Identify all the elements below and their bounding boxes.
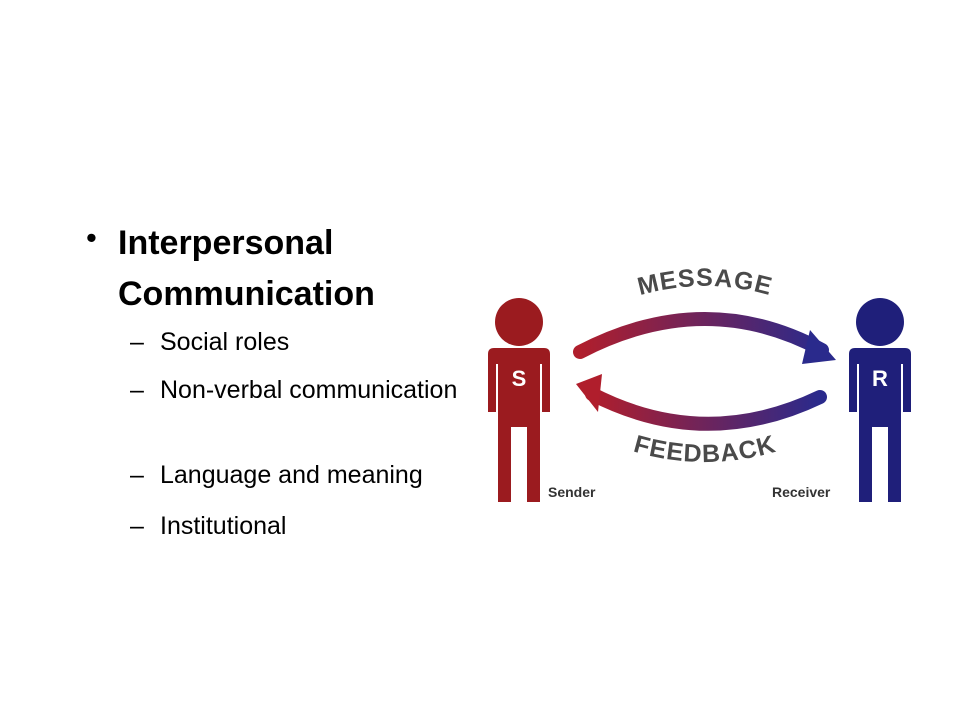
communication-diagram: S Sender R Receiver MESSAGE FEEDBACK xyxy=(470,262,930,512)
receiver-caption: Receiver xyxy=(772,484,831,500)
sub-bullet-text: Social roles xyxy=(160,328,290,356)
receiver-letter: R xyxy=(872,366,888,391)
main-bullet-text: Interpersonal Communication xyxy=(118,224,375,313)
feedback-arrowhead xyxy=(576,374,602,412)
message-arrowhead xyxy=(802,330,836,364)
feedback-arrow-shaft xyxy=(585,387,827,431)
sub-bullet-text: Language and meaning xyxy=(160,461,423,489)
sender-head xyxy=(495,298,543,346)
message-arrow-shaft xyxy=(573,312,829,359)
sender-caption: Sender xyxy=(548,484,596,500)
message-label-text: MESSAGE xyxy=(635,264,775,301)
sub-bullet-text: Institutional xyxy=(160,512,287,540)
feedback-label: FEEDBACK xyxy=(631,430,779,468)
sub-bullet-text: Non-verbal communication xyxy=(160,376,458,404)
sub-bullet-dash: – xyxy=(130,376,144,404)
receiver-body xyxy=(849,348,911,502)
bullet-dot: • xyxy=(86,220,97,255)
sender-figure xyxy=(488,298,550,502)
feedback-label-text: FEEDBACK xyxy=(631,430,778,468)
receiver-figure xyxy=(849,298,911,502)
communication-diagram-svg: S Sender R Receiver MESSAGE FEEDBACK xyxy=(488,264,911,502)
sender-body xyxy=(488,348,550,502)
sub-bullet-dash: – xyxy=(130,512,144,540)
receiver-head xyxy=(856,298,904,346)
message-label: MESSAGE xyxy=(635,264,776,301)
sub-bullet-dash: – xyxy=(130,461,144,489)
sender-letter: S xyxy=(512,366,527,391)
sub-bullet-dash: – xyxy=(130,328,144,356)
